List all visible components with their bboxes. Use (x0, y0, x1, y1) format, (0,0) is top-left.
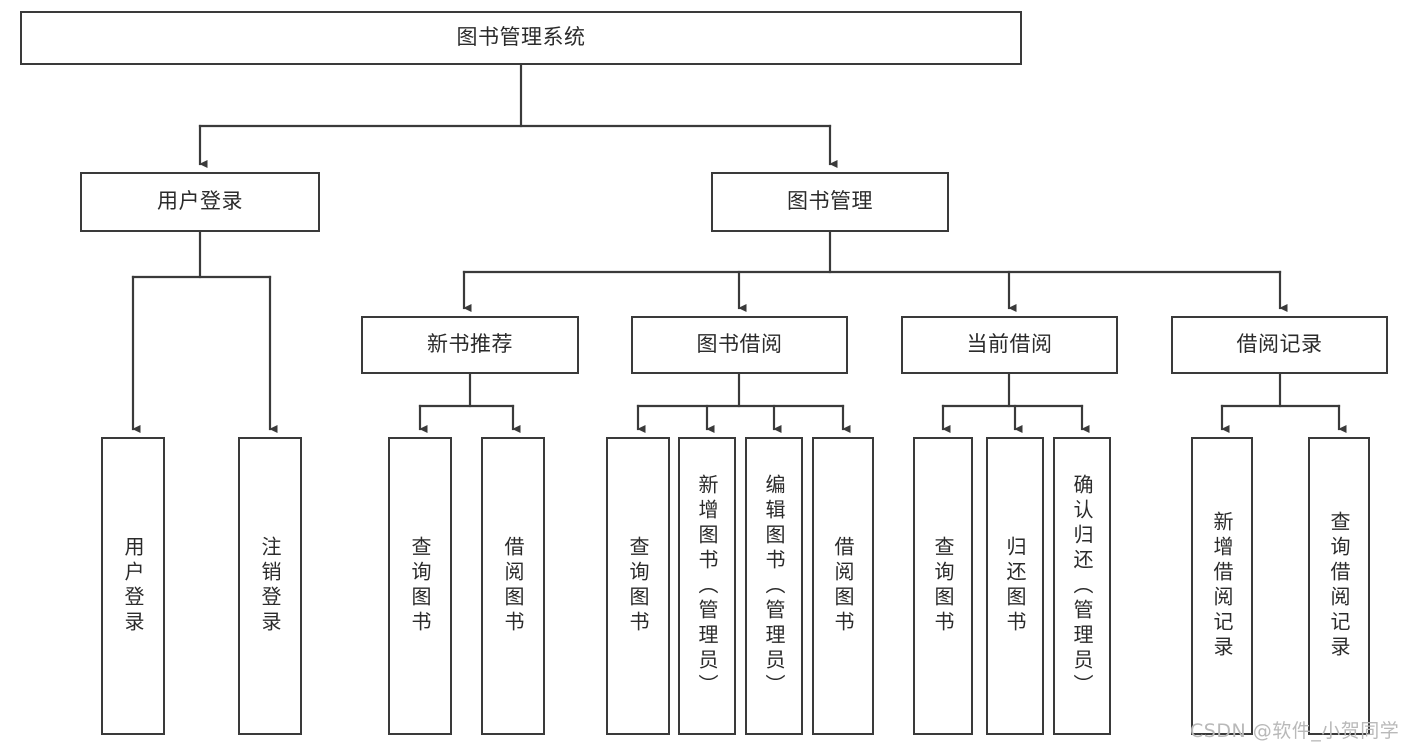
node-book-management[interactable]: 图书管理 (711, 172, 949, 232)
leaf-query-book-borrow-label: 查询图书 (626, 536, 650, 636)
leaf-add-borrow-record-label: 新增借阅记录 (1210, 511, 1234, 661)
leaf-add-borrow-record[interactable]: 新增借阅记录 (1191, 437, 1253, 735)
leaf-edit-book-admin-label: 编辑图书（管理员） (762, 473, 786, 699)
node-new-book-recommend-label: 新书推荐 (427, 332, 513, 357)
node-user-login-label: 用户登录 (157, 189, 243, 214)
leaf-borrow-book-label: 借阅图书 (831, 536, 855, 636)
leaf-query-book-borrow[interactable]: 查询图书 (606, 437, 670, 735)
node-new-book-recommend[interactable]: 新书推荐 (361, 316, 579, 374)
node-borrow-record-label: 借阅记录 (1236, 332, 1323, 357)
leaf-add-book-admin-label: 新增图书（管理员） (695, 473, 719, 699)
leaf-return-book[interactable]: 归还图书 (986, 437, 1044, 735)
node-book-borrow[interactable]: 图书借阅 (631, 316, 848, 374)
csdn-watermark: CSDN @软件_小贺同学 (1190, 720, 1400, 742)
leaf-logout-label: 注销登录 (258, 536, 282, 636)
leaf-confirm-return-admin-label: 确认归还（管理员） (1070, 473, 1094, 699)
node-current-borrow[interactable]: 当前借阅 (901, 316, 1118, 374)
leaf-logout[interactable]: 注销登录 (238, 437, 302, 735)
leaf-query-book-recommend-label: 查询图书 (408, 536, 432, 636)
node-root[interactable]: 图书管理系统 (20, 11, 1022, 65)
leaf-user-login[interactable]: 用户登录 (101, 437, 165, 735)
node-user-login[interactable]: 用户登录 (80, 172, 320, 232)
node-current-borrow-label: 当前借阅 (966, 332, 1053, 357)
leaf-query-book-current[interactable]: 查询图书 (913, 437, 973, 735)
leaf-borrow-book-recommend-label: 借阅图书 (501, 536, 525, 636)
leaf-return-book-label: 归还图书 (1003, 536, 1027, 636)
node-book-management-label: 图书管理 (787, 189, 873, 214)
leaf-confirm-return-admin[interactable]: 确认归还（管理员） (1053, 437, 1111, 735)
node-book-borrow-label: 图书借阅 (696, 332, 783, 357)
leaf-edit-book-admin[interactable]: 编辑图书（管理员） (745, 437, 803, 735)
leaf-user-login-label: 用户登录 (121, 536, 145, 636)
leaf-borrow-book[interactable]: 借阅图书 (812, 437, 874, 735)
leaf-query-borrow-record-label: 查询借阅记录 (1327, 511, 1351, 661)
leaf-query-borrow-record[interactable]: 查询借阅记录 (1308, 437, 1370, 735)
leaf-add-book-admin[interactable]: 新增图书（管理员） (678, 437, 736, 735)
leaf-query-book-current-label: 查询图书 (931, 536, 955, 636)
leaf-borrow-book-recommend[interactable]: 借阅图书 (481, 437, 545, 735)
node-root-label: 图书管理系统 (456, 25, 586, 50)
leaf-query-book-recommend[interactable]: 查询图书 (388, 437, 452, 735)
node-borrow-record[interactable]: 借阅记录 (1171, 316, 1388, 374)
